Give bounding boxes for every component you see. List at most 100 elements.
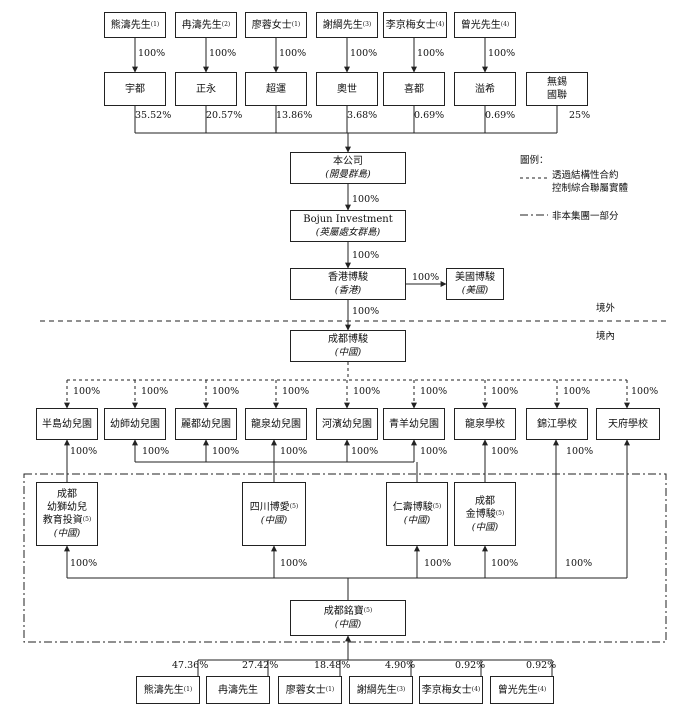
school-box: 龍泉幼兒園 — [245, 408, 307, 440]
school-ownership-pct: 100% — [212, 446, 240, 457]
school-box: 青羊幼兒園 — [383, 408, 445, 440]
bottom-shareholder-name: 冉濤先生 — [218, 684, 258, 697]
bottom-shareholder-box: 謝綱先生(3) — [349, 676, 413, 704]
school-box: 龍泉學校 — [454, 408, 516, 440]
school-vie-pct: 100% — [491, 386, 519, 397]
top-shareholder-name: 曾光先生(4) — [461, 19, 510, 32]
top-ownership-pct: 100% — [417, 48, 445, 59]
holdco-ownership-pct: 0.69% — [485, 110, 516, 121]
school-name: 河濱幼兒園 — [322, 418, 372, 430]
school-name: 龍泉幼兒園 — [251, 418, 301, 430]
onshore-label: 境內 — [596, 331, 616, 342]
chain-ownership-pct: 100% — [352, 194, 380, 205]
mingbao-box: 成都銘寶(5)(中國) — [290, 600, 406, 636]
school-ownership-pct: 100% — [280, 446, 308, 457]
bottom-shareholder-name-text: 熊濤先生 — [143, 684, 184, 696]
holding-company-box: 宇都 — [104, 72, 166, 106]
school-vie-pct: 100% — [73, 386, 101, 397]
hk-bojun-box-jurisdiction: (香港) — [334, 285, 362, 296]
top-ownership-pct: 100% — [209, 48, 237, 59]
holding-company-box: 無錫國聯 — [526, 72, 588, 106]
school-ownership-pct: 100% — [491, 446, 519, 457]
school-vie-pct: 100% — [631, 386, 659, 397]
bojun-investment-box-name: Bojun Investment — [303, 214, 393, 225]
footnote-ref: (2) — [221, 20, 231, 28]
top-ownership-pct: 100% — [350, 48, 378, 59]
holdco-ownership-pct: 20.57% — [206, 110, 243, 121]
school-name: 半島幼兒園 — [42, 418, 92, 430]
bottom-ownership-pct: 0.92% — [526, 660, 557, 671]
holdco-ownership-pct: 0.69% — [414, 110, 445, 121]
footnote-ref: (4) — [435, 20, 445, 28]
footnote-ref: (4) — [471, 685, 481, 693]
school-box: 半島幼兒園 — [36, 408, 98, 440]
footnote-ref: (1) — [291, 20, 301, 28]
holding-company-name: 正永 — [196, 83, 216, 95]
footnote-ref: (4) — [537, 685, 547, 693]
school-name: 幼師幼兒園 — [110, 418, 160, 430]
sponsor-ownership-pct: 100% — [424, 558, 452, 569]
bottom-ownership-pct: 4.90% — [385, 660, 416, 671]
bottom-shareholder-name: 廖蓉女士(1) — [286, 684, 335, 697]
bottom-ownership-pct: 18.48% — [314, 660, 351, 671]
sponsor-entity-jurisdiction: (中國) — [471, 521, 499, 533]
sponsor-entity-name: 金博駿(5) — [466, 508, 505, 521]
top-shareholder-name: 熊濤先生(1) — [111, 19, 160, 32]
us-bojun-box-name: 美國博駿 — [455, 272, 495, 283]
sponsor-entity-box: 四川博愛(5)(中國) — [242, 482, 306, 546]
top-ownership-pct: 100% — [138, 48, 166, 59]
sponsor-entity-box: 成都金博駿(5)(中國) — [454, 482, 516, 546]
school-ownership-pct: 100% — [351, 446, 379, 457]
sponsor-entity-name-text: 教育投資 — [42, 515, 83, 526]
footnote-ref: (1) — [325, 685, 335, 693]
sponsor-entity-name: 四川博愛(5) — [250, 501, 299, 514]
holding-company-name: 宇都 — [125, 83, 145, 95]
bottom-shareholder-box: 熊濤先生(1) — [136, 676, 200, 704]
school-vie-pct: 100% — [420, 386, 448, 397]
sponsor-entity-name: 成都 — [475, 495, 495, 507]
legend-title: 圖例： — [520, 155, 549, 166]
footnote-ref: (1) — [183, 685, 193, 693]
sponsor-entity-box: 仁壽博駿(5)(中國) — [386, 482, 448, 546]
sponsor-entity-name: 教育投資(5) — [43, 514, 92, 527]
top-shareholder-box: 曾光先生(4) — [454, 12, 516, 38]
top-shareholder-box: 謝綱先生(3) — [316, 12, 378, 38]
bottom-shareholder-name-text: 李京梅女士 — [421, 684, 472, 696]
chengdu-bojun-box: 成都博駿(中國) — [290, 330, 406, 362]
school-ownership-pct: 100% — [70, 446, 98, 457]
top-ownership-pct: 100% — [488, 48, 516, 59]
school-box: 麗都幼兒園 — [175, 408, 237, 440]
top-ownership-pct: 100% — [279, 48, 307, 59]
sponsor-entity-name-text: 仁壽博駿 — [392, 502, 433, 513]
hk-bojun-box-name: 香港博駿 — [328, 272, 368, 283]
mingbao-name-text: 成都銘寶 — [323, 606, 364, 617]
holdco-ownership-pct: 3.68% — [347, 110, 378, 121]
school-box: 河濱幼兒園 — [316, 408, 378, 440]
top-shareholder-name-text: 廖蓉女士 — [251, 19, 292, 31]
bottom-shareholder-name-text: 曾光先生 — [497, 684, 538, 696]
offshore-label: 境外 — [596, 303, 616, 314]
sponsor-ownership-pct: 100% — [280, 558, 308, 569]
hk-bojun-box: 香港博駿 (香港) — [290, 268, 406, 300]
holding-company-box: 奧世 — [316, 72, 378, 106]
top-shareholder-name-text: 熊濤先生 — [110, 19, 151, 31]
school-vie-pct: 100% — [141, 386, 169, 397]
sponsor-ownership-pct: 100% — [565, 558, 593, 569]
top-shareholder-name-text: 曾光先生 — [460, 19, 501, 31]
sponsor-entity-jurisdiction: (中國) — [260, 515, 288, 526]
top-shareholder-name-text: 李京梅女士 — [385, 19, 436, 31]
school-ownership-pct: 100% — [566, 446, 594, 457]
school-name: 天府學校 — [608, 418, 648, 430]
bottom-shareholder-box: 冉濤先生 — [206, 676, 270, 704]
bottom-shareholder-name-text: 廖蓉女士 — [285, 684, 326, 696]
legend-non-group-text: 非本集團一部分 — [552, 211, 619, 222]
school-vie-pct: 100% — [282, 386, 310, 397]
chain-ownership-pct: 100% — [352, 306, 380, 317]
sponsor-entity-jurisdiction: (中國) — [53, 528, 81, 539]
mingbao-jurisdiction: (中國) — [334, 619, 362, 630]
bottom-ownership-pct: 47.36% — [172, 660, 209, 671]
company-box-name: 本公司 — [333, 156, 363, 167]
holding-company-box: 溢希 — [454, 72, 516, 106]
footnote-ref: (3) — [362, 20, 372, 28]
school-box: 幼師幼兒園 — [104, 408, 166, 440]
